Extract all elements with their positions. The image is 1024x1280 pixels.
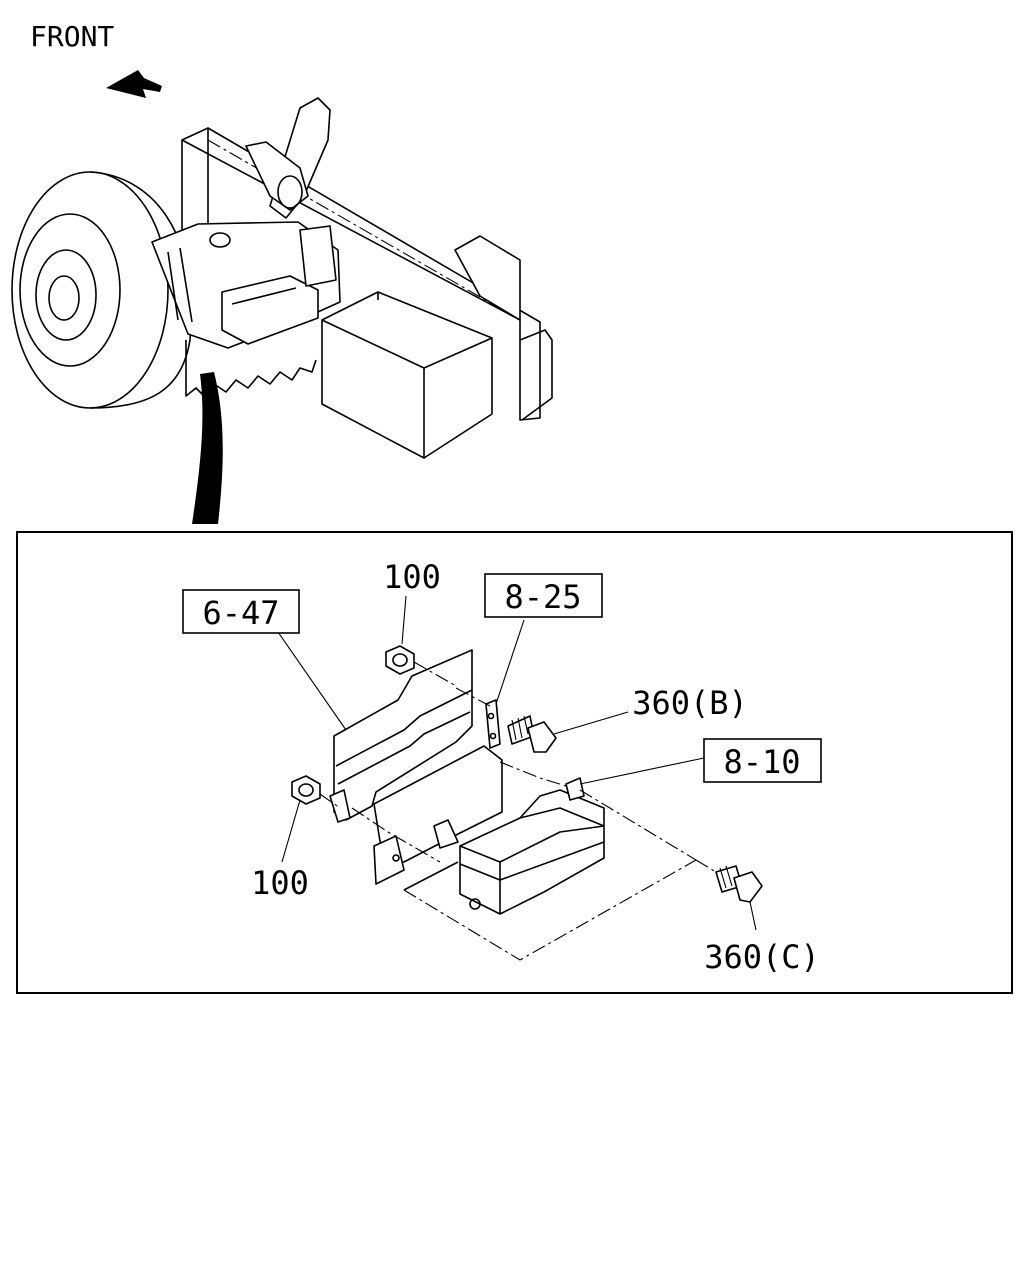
callout-8-10: 8-10: [723, 743, 800, 781]
callout-6-47: 6-47: [202, 594, 279, 632]
callout-360-c: 360(C): [704, 938, 820, 976]
callout-box-8-10: [703, 738, 822, 783]
detail-parts: [291, 645, 763, 961]
front-arrow-icon: [106, 70, 162, 98]
vehicle-overview: [11, 97, 553, 524]
callout-box-8-25: [484, 573, 603, 618]
detail-frame: [16, 531, 1013, 994]
callout-100-left: 100: [251, 864, 309, 902]
callout-box-6-47: [182, 589, 300, 634]
leader-lines: [277, 595, 757, 931]
callout-360-b: 360(B): [632, 684, 748, 722]
callout-8-25: 8-25: [504, 578, 581, 616]
front-label: FRONT: [30, 20, 114, 53]
callout-100-top: 100: [383, 558, 441, 596]
leader-arrow-icon: [192, 372, 223, 524]
